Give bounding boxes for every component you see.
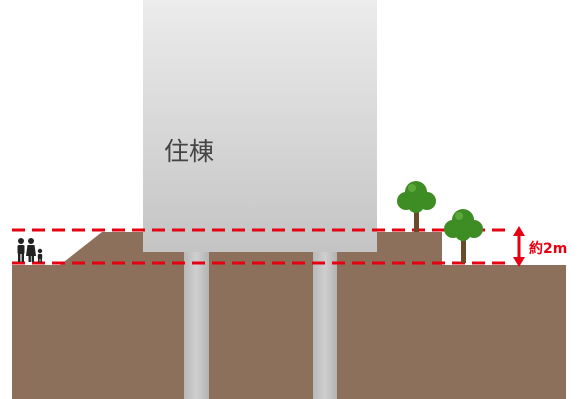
soil-middle: [209, 252, 313, 399]
pillar-right: [313, 252, 337, 399]
double-arrow-icon: [513, 226, 525, 267]
soil-right: [337, 232, 566, 399]
soil-left: [12, 232, 184, 399]
tree-icon: [397, 181, 436, 232]
pedestrians-icon: [17, 238, 43, 263]
height-dimension-label: 約2m: [529, 240, 567, 257]
building-block: [143, 0, 377, 252]
tree-icon: [444, 209, 483, 263]
pillar-left: [184, 252, 209, 399]
building-label: 住棟: [164, 137, 214, 166]
